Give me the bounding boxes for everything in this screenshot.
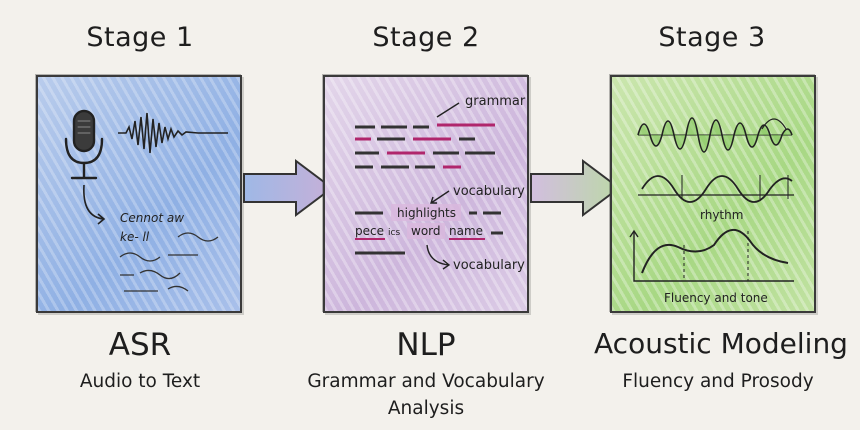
arrow-stage1-to-stage2 (243, 159, 334, 217)
handwritten-text-icon: Cennot aw ke- ll (119, 211, 219, 292)
text-lines-block (355, 123, 495, 169)
stage-3-title: Stage 3 (658, 22, 766, 53)
stage-2-panel: grammar vocabulary highlights pece ics w… (323, 75, 529, 313)
stage-1-description: Audio to Text (79, 371, 201, 392)
grammar-annotation: grammar (465, 94, 526, 109)
fluency-curve-icon (629, 229, 794, 282)
stage-3-acronym: Acoustic Modeling (594, 327, 848, 360)
vocabulary-annotation-top: vocabulary (453, 184, 525, 199)
arrow-stage2-to-stage3 (530, 159, 621, 217)
word-ics: ics (388, 228, 400, 238)
audio-waveform-icon (118, 112, 228, 154)
stage-2-description: Grammar and Vocabulary Analysis (307, 371, 545, 419)
waveform-icon (637, 117, 793, 153)
stage-3-description: Fluency and Prosody (622, 371, 814, 392)
rhythm-label: rhythm (700, 208, 743, 222)
stage-1-panel: Cennot aw ke- ll (36, 75, 242, 313)
stage-2-title: Stage 2 (372, 22, 480, 53)
word-word: word (411, 224, 441, 238)
vocabulary-annotation-bottom: vocabulary (453, 258, 525, 273)
stage-1-acronym: ASR (108, 327, 172, 363)
fluency-tone-label: Fluency and tone (664, 291, 768, 305)
microphone-icon (64, 109, 104, 180)
stage-3-panel: rhythm Fluency and tone (610, 75, 816, 313)
stage-1-title: Stage 1 (86, 22, 194, 53)
word-pece: pece (355, 224, 384, 238)
svg-text:Cennot aw: Cennot aw (120, 211, 184, 225)
word-highlights: highlights (397, 206, 456, 220)
stage-2-acronym: NLP (396, 327, 456, 363)
down-arrow-icon (83, 184, 106, 225)
word-name: name (449, 224, 483, 238)
rhythm-curve-icon (638, 175, 794, 203)
svg-text:ke- ll: ke- ll (120, 230, 150, 244)
